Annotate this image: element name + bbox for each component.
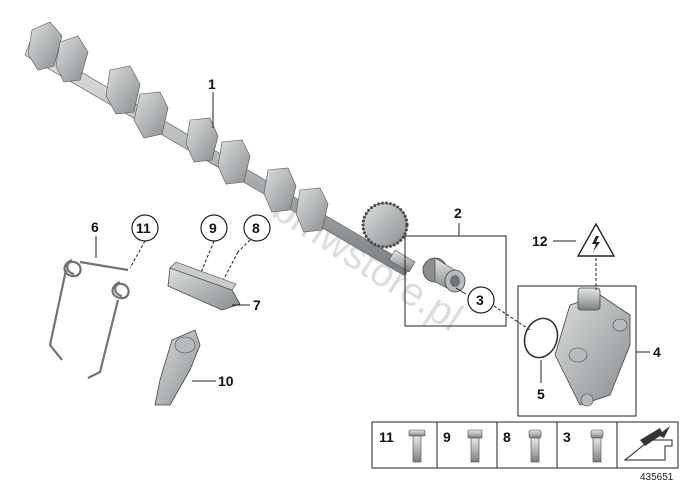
fastener-8-label: 8: [503, 429, 511, 445]
callout-2-frame: [404, 235, 507, 327]
retaining-bracket: [167, 261, 241, 311]
socket-cap-screw-icon: [590, 429, 604, 463]
torx-bolt-icon: [528, 429, 542, 463]
bushing-sleeve: [422, 257, 466, 293]
direction-arrow-icon: [623, 426, 673, 461]
callout-12: 12: [532, 233, 548, 249]
camshaft-sensor: [554, 287, 631, 407]
callout-1: 1: [208, 76, 216, 92]
fastener-9-label: 9: [443, 429, 451, 445]
callout-11: 11: [136, 220, 151, 236]
callout-8-circle: [243, 214, 271, 242]
fastener-11-label: 11: [379, 429, 394, 445]
fastener-table: 11 9 8 3: [371, 421, 679, 469]
rocker-arm: [154, 329, 201, 406]
o-ring: [523, 317, 559, 359]
callout-4-frame: [517, 285, 637, 417]
callout-9: 9: [209, 220, 217, 236]
callout-10: 10: [218, 373, 234, 389]
callout-3-circle: [467, 286, 495, 314]
hex-bolt-icon: [467, 429, 483, 463]
callout-6: 6: [91, 219, 99, 235]
electrical-warning-icon: [576, 222, 616, 257]
flange-bolt-icon: [408, 429, 426, 463]
fastener-3-label: 3: [563, 429, 571, 445]
callout-4: 4: [653, 344, 661, 360]
diagram-id: 435651: [640, 472, 674, 483]
callout-8: 8: [252, 220, 260, 236]
torsion-spring: [48, 258, 130, 379]
camshaft: [24, 21, 416, 277]
callout-2: 2: [454, 205, 462, 221]
callout-7: 7: [253, 297, 261, 313]
callout-5: 5: [537, 386, 545, 402]
callout-3: 3: [476, 292, 484, 308]
